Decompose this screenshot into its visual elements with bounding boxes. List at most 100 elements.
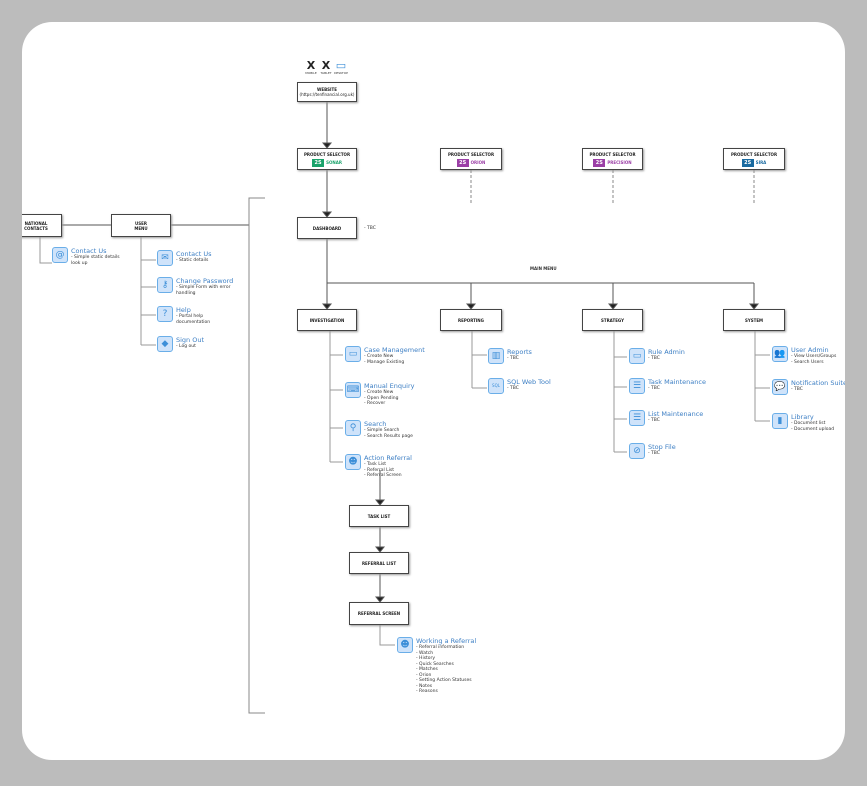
product-selector-label: PRODUCT SELECTOR: [589, 151, 636, 157]
item-detail: - Search Results page: [364, 433, 413, 439]
item-detail: - Referral List: [364, 467, 395, 473]
key-icon: ⚷: [157, 277, 173, 293]
item-detail: - Simple static details: [71, 255, 120, 260]
at-sign-icon: @: [52, 247, 68, 263]
item-detail: - Referral Screen: [364, 473, 402, 478]
menu-item-s1[interactable]: ▭Rule Admin- TBC: [629, 348, 685, 364]
item-detail: - Log out: [176, 344, 196, 349]
reporting-box[interactable]: REPORTING: [440, 309, 502, 331]
menu-item-i4[interactable]: ☻Action Referral- Task List- Referral Li…: [345, 454, 412, 479]
product-logo-icon: 2S: [593, 158, 606, 167]
dashboard-note: - TBC: [364, 226, 376, 231]
menu-item-y3[interactable]: ▮Library- Document list- Document upload: [772, 413, 834, 432]
item-detail: - Matches: [416, 667, 438, 672]
stop-icon: ⊘: [629, 443, 645, 459]
item-title: Search: [364, 420, 387, 428]
menu-item-i2[interactable]: ⌨Manual Enquiry- Create New- Open Pendin…: [345, 382, 414, 407]
product-name: ORION: [470, 160, 486, 165]
menu-item-r1[interactable]: ▥Reports- TBC: [488, 348, 532, 364]
menu-item-s3[interactable]: ☰List Maintenance- TBC: [629, 410, 703, 426]
product-selector-label: PRODUCT SELECTOR: [303, 151, 351, 157]
strategy-box[interactable]: STRATEGY: [582, 309, 643, 331]
box-label: INVESTIGATION: [309, 317, 345, 323]
investigation-box[interactable]: INVESTIGATION: [297, 309, 357, 331]
item-detail: - Open Pending: [364, 395, 399, 401]
item-title: Rule Admin: [648, 348, 685, 356]
item-detail: - Task List: [364, 462, 387, 467]
item-detail: - TBC: [507, 356, 519, 361]
product-name: SIRA: [755, 160, 767, 165]
item-detail: - Static details: [176, 258, 209, 263]
box-label: USER: [135, 220, 147, 226]
item-title: Contact Us: [71, 247, 107, 255]
menu-item-w1[interactable]: ☻Working a Referral- Referral informatio…: [397, 637, 476, 695]
item-detail: - Create New: [364, 354, 394, 359]
device-desktop: ▭DESKTOP: [334, 60, 348, 75]
item-title: Library: [791, 413, 814, 421]
menu-item-y1[interactable]: 👥User Admin- View Users/Groups- Search U…: [772, 346, 836, 365]
box-label: REFERRAL LIST: [361, 560, 397, 566]
box-label: REPORTING: [458, 317, 484, 323]
menu-item-i3[interactable]: ⚲Search- Simple Search- Search Results p…: [345, 420, 413, 439]
list-edit-icon: ☰: [629, 410, 645, 426]
item-detail: - Simple Search: [364, 428, 400, 433]
item-title: SQL Web Tool: [507, 378, 551, 386]
item-detail: - TBC: [648, 356, 660, 361]
item-detail: - View Users/Groups: [791, 354, 837, 359]
briefcase-icon: ▭: [629, 348, 645, 364]
box-label: TASK LIST: [367, 513, 391, 519]
item-title: Stop File: [648, 443, 676, 451]
chart-icon: ▥: [488, 348, 504, 364]
tasklist-box[interactable]: TASK LIST: [349, 505, 409, 527]
referralscreen-box[interactable]: REFERRAL SCREEN: [349, 602, 409, 625]
item-detail: - TBC: [648, 418, 660, 423]
item-title: Help: [176, 306, 191, 314]
menu-item-um2[interactable]: ⚷Change Password- Simple Form with error…: [157, 277, 233, 296]
item-detail: - Setting Action Statuses: [416, 678, 472, 683]
item-detail: - Search Users: [791, 359, 824, 365]
menu-item-s2[interactable]: ☰Task Maintenance- TBC: [629, 378, 706, 394]
device-label: TABLET: [320, 71, 332, 75]
item-title: Action Referral: [364, 454, 412, 462]
box-label: REFERRAL SCREEN: [357, 611, 401, 616]
product-name: PRECISION: [607, 160, 632, 165]
menu-item-s4[interactable]: ⊘Stop File- TBC: [629, 443, 676, 459]
referrallist-box[interactable]: REFERRAL LIST: [349, 552, 409, 574]
main-menu-label: MAIN MENU: [530, 266, 557, 271]
item-detail: - Simple Form with error: [176, 285, 231, 290]
item-detail: - Create New: [364, 390, 394, 395]
menu-item-um4[interactable]: ◆Sign Out- Log out: [157, 336, 204, 352]
item-title: Notification Suite Admin: [791, 379, 845, 387]
device-label: MOBILE: [305, 71, 317, 75]
x-icon: X: [306, 59, 316, 72]
box-label: DASHBOARD: [312, 225, 342, 231]
item-detail: documentation: [176, 319, 211, 325]
system-box[interactable]: SYSTEM: [723, 309, 785, 331]
menu-item-y2[interactable]: 💬Notification Suite Admin- TBC: [772, 379, 845, 395]
item-detail: - Document upload: [791, 426, 835, 432]
menu-item-um1[interactable]: ✉Contact Us- Static details: [157, 250, 212, 266]
item-detail: look up: [71, 260, 88, 266]
dashboard-box[interactable]: DASHBOARD: [297, 217, 357, 239]
item-title: Task Maintenance: [648, 378, 706, 386]
device-label: DESKTOP: [334, 71, 348, 75]
menu-item-i1[interactable]: ▭Case Management- Create New- Manage Exi…: [345, 346, 425, 365]
item-title: Change Password: [176, 277, 234, 285]
magnifier-icon: ⚲: [345, 420, 361, 436]
product-logo-icon: 2S: [456, 158, 469, 167]
briefcase-icon: ▭: [345, 346, 361, 362]
item-detail: - Document list: [791, 421, 826, 426]
item-detail: - TBC: [648, 451, 660, 456]
product-selector-label: PRODUCT SELECTOR: [447, 151, 495, 157]
website-box[interactable]: WEBSITE (https://tenfinancial.org.uk): [297, 82, 357, 102]
